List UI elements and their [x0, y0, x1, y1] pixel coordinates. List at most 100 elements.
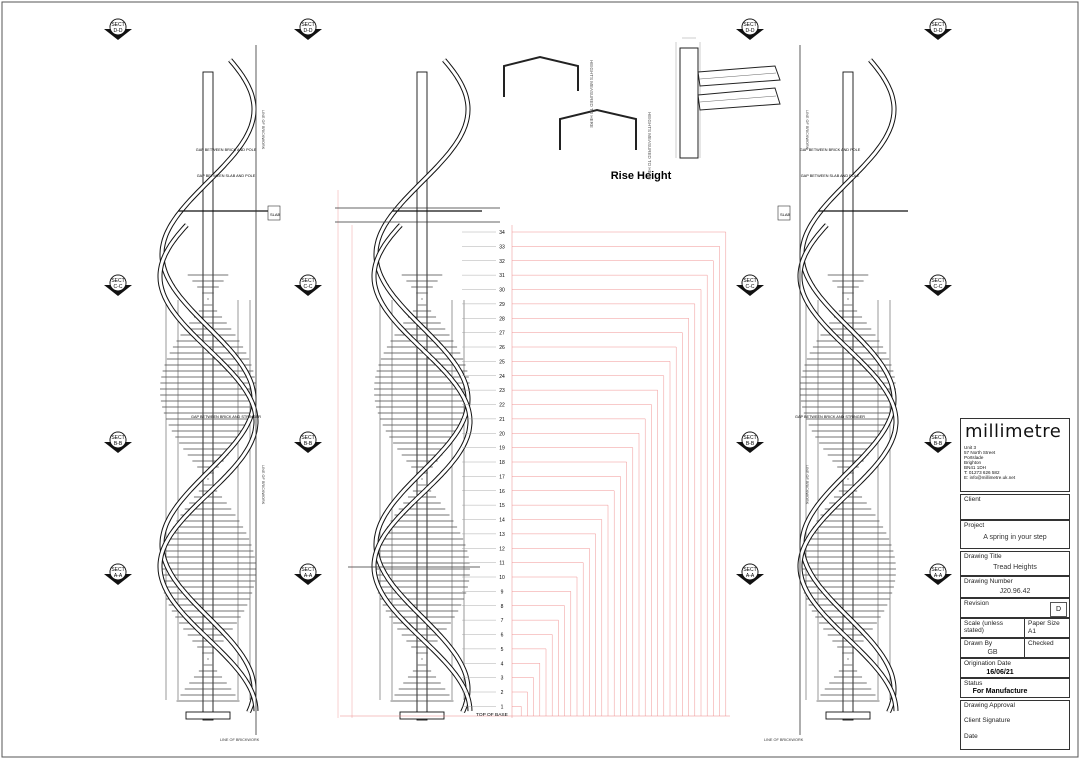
paper-size-value: A1 — [1028, 628, 1036, 635]
checked-field: Checked — [1024, 638, 1070, 658]
rise-number: 1 — [501, 704, 504, 710]
address-line: Unit 3 — [964, 445, 977, 450]
section-marker-label: SECT — [931, 435, 944, 441]
rise-number: 2 — [501, 690, 504, 696]
drawing-title-label: Drawing Title — [964, 553, 1002, 560]
origination-date-label: Origination Date — [964, 660, 1011, 667]
address-line: Brighton — [964, 460, 982, 465]
rise-number: 16 — [499, 489, 505, 495]
section-marker-code: D-D — [114, 28, 123, 34]
drawn-by-field: Drawn By GB — [960, 638, 1025, 658]
rise-number: 26 — [499, 345, 505, 351]
checked-label: Checked — [1028, 640, 1054, 647]
section-marker-label: SECT — [111, 278, 124, 284]
line-of-brickwork-label: LINE OF BRICKWORK — [261, 110, 265, 150]
central-pole — [202, 71, 214, 721]
address-line: Portslade — [964, 455, 984, 460]
spiral-staircase-left: LINE OF BRICKWORK LINE OF BRICKWORK LINE O… — [157, 45, 281, 742]
company-block: millimetre Unit 3 57 North Street Portsl… — [960, 418, 1070, 492]
rise-number: 27 — [499, 331, 505, 337]
section-marker-label: SECT — [111, 435, 124, 441]
slab-tag — [777, 205, 791, 221]
section-marker-code: A-A — [746, 573, 755, 579]
rise-number: 7 — [501, 618, 504, 624]
address-line: E: info@millimetre.uk.net — [964, 475, 1016, 480]
heights-measured-note-1: HEIGHTS MEASURED TO HERE — [589, 60, 594, 128]
rise-number: 29 — [499, 302, 505, 308]
rise-number: 18 — [499, 460, 505, 466]
section-marker-face — [300, 564, 316, 580]
drawing-title-field: Drawing Title Tread Heights — [960, 551, 1070, 576]
section-marker-label: SECT — [931, 278, 944, 284]
status-label: Status — [964, 680, 983, 687]
section-marker-label: SECT — [931, 567, 944, 573]
drawing-number-field: Drawing Number J20.96.42 — [960, 576, 1070, 598]
rise-number: 13 — [499, 532, 505, 538]
section-marker-face — [300, 275, 316, 291]
paper-size-label: Paper Size — [1028, 620, 1060, 627]
section-marker-face — [930, 564, 946, 580]
rise-number: 17 — [499, 474, 505, 480]
section-marker-face — [110, 564, 126, 580]
slab-label: SLAB — [270, 212, 281, 217]
outer-stringer-fill — [160, 59, 256, 713]
central-pole — [416, 71, 428, 721]
section-marker-code: A-A — [934, 573, 943, 579]
line-of-brickwork-label: LINE OF BRICKWORK — [220, 738, 260, 742]
gap-brick-pole-note: GAP BETWEEN BRICK AND POLE — [800, 148, 861, 152]
section-marker-label: SECT — [301, 278, 314, 284]
line-of-brickwork-label: LINE OF BRICKWORK — [764, 738, 804, 742]
scale-field: Scale (unless stated) — [960, 618, 1025, 638]
section-marker-label: SECT — [301, 567, 314, 573]
section-marker-label: SECT — [743, 278, 756, 284]
rise-number: 5 — [501, 647, 504, 653]
section-marker-code: B-B — [114, 441, 123, 447]
section-marker-label: SECT — [301, 22, 314, 28]
section-marker-face — [110, 432, 126, 448]
section-marker-code: C-C — [114, 284, 123, 290]
spiral-staircase-center — [371, 58, 482, 721]
section-marker-label: SECT — [743, 435, 756, 441]
section-marker-code: C-C — [746, 284, 755, 290]
rise-number: 14 — [499, 518, 505, 524]
rise-number: 21 — [499, 417, 505, 423]
origination-date-value: 16/06/21 — [986, 669, 1014, 676]
base-plate — [399, 711, 445, 720]
tread-profile-detail-1 — [503, 55, 579, 97]
section-marker-code: D-D — [746, 28, 755, 34]
rise-number: 30 — [499, 288, 505, 294]
section-marker-face — [930, 432, 946, 448]
rise-number: 3 — [501, 676, 504, 682]
origination-date-field: Origination Date 16/06/21 — [960, 658, 1070, 678]
tread-profile-detail-2 — [559, 108, 637, 150]
section-marker-face — [110, 19, 126, 35]
rise-number: 20 — [499, 431, 505, 437]
rise-number: 10 — [499, 575, 505, 581]
status-value: For Manufacture — [972, 688, 1028, 695]
section-marker-face — [742, 19, 758, 35]
drawn-by-value: GB — [987, 649, 998, 656]
rise-number: 28 — [499, 316, 505, 322]
rise-number: 31 — [499, 273, 505, 279]
gap-slab-pole-note: GAP BETWEEN SLAB AND POLE — [197, 174, 256, 178]
line-of-brickwork-label: LINE OF BRICKWORK — [805, 110, 809, 150]
section-marker-code: B-B — [304, 441, 313, 447]
line-of-brickwork-label: LINE OF BRICKWORK — [261, 465, 265, 505]
section-marker-label: SECT — [743, 22, 756, 28]
rise-number: 24 — [499, 374, 505, 380]
drawing-number-value: J20.96.42 — [999, 588, 1031, 595]
section-marker-face — [930, 19, 946, 35]
section-marker-label: SECT — [111, 22, 124, 28]
rise-number: 23 — [499, 388, 505, 394]
